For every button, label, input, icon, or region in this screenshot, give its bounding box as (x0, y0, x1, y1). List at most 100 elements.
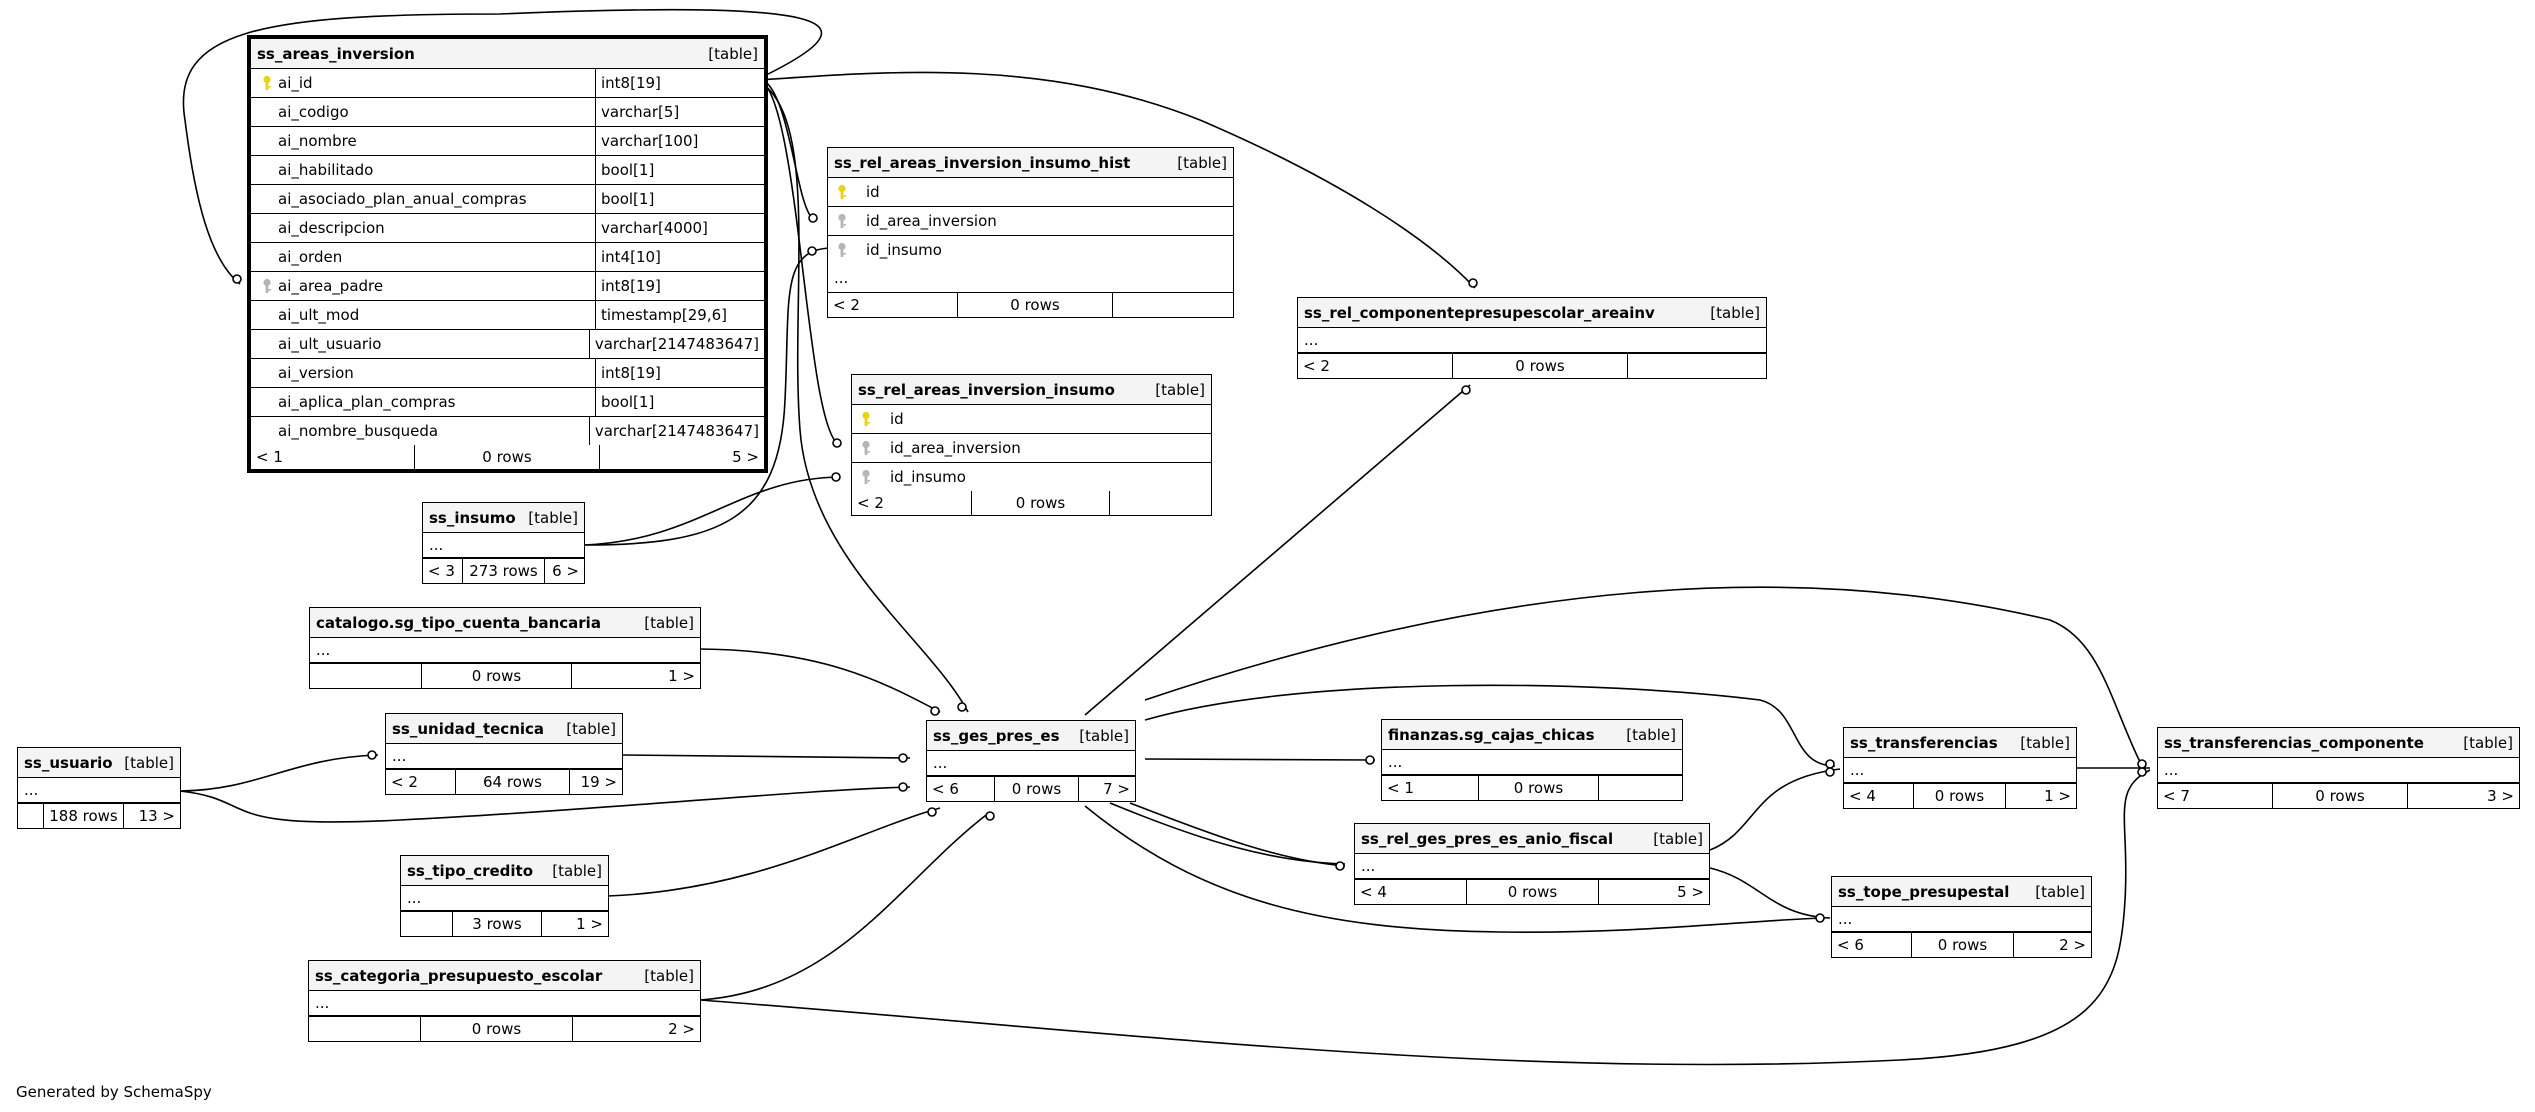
column-type: int8[19] (601, 364, 661, 382)
footer-children: 1 > (576, 915, 603, 933)
footer-children: 1 > (2044, 787, 2071, 805)
table-header: ss_areas_inversion [table] (251, 39, 764, 69)
table-name: ss_rel_componentepresupescolar_areainv (1304, 303, 1655, 322)
footer-parents: < 4 (1355, 880, 1467, 904)
table-ss-transferencias-componente[interactable]: ss_transferencias_componente[table]...< … (2157, 727, 2520, 809)
table-header: ss_transferencias_componente[table] (2158, 728, 2519, 758)
table-name: ss_insumo (429, 508, 516, 527)
column-name: ai_codigo (278, 103, 349, 121)
footer-children: 5 > (1677, 883, 1704, 901)
table-kind: [table] (124, 753, 174, 772)
table-kind: [table] (2463, 733, 2513, 752)
table-kind: [table] (1653, 829, 1703, 848)
rel-gespres-cajas (1144, 758, 1376, 761)
footer-parents: < 1 (1382, 776, 1479, 800)
column-type: int8[19] (601, 74, 661, 92)
table-ss-rel-componentepresupescolar-areainv[interactable]: ss_rel_componentepresupescolar_areainv [t… (1297, 297, 1767, 379)
table-ss-rel-areas-inversion-insumo[interactable]: ss_rel_areas_inversion_insumo [table] id… (851, 374, 1212, 516)
column-name: ai_asociado_plan_anual_compras (278, 190, 527, 208)
column-type: varchar[5] (601, 103, 680, 121)
rel-aniofiscal-tope (1709, 867, 1831, 919)
table-ss-categoria-presupuesto-escolar[interactable]: ss_categoria_presupuesto_escolar [table].… (308, 960, 701, 1042)
footer-children: 2 > (668, 1020, 695, 1038)
table-kind: [table] (1710, 303, 1760, 322)
column-name: ai_descripcion (278, 219, 385, 237)
table-kind: [table] (1626, 725, 1676, 744)
column-name-cell: ai_asociado_plan_anual_compras (251, 185, 596, 213)
footer-children: 2 > (2059, 936, 2086, 954)
foreign-key-icon (838, 213, 846, 228)
table-ellipsis: ... (1832, 907, 2091, 932)
footer-parents: < 6 (927, 777, 995, 801)
footer-children (1110, 491, 1211, 515)
table-header: ss_ges_pres_es[table] (927, 721, 1135, 751)
column-name: id_insumo (890, 468, 966, 486)
footer-parents: < 7 (2158, 784, 2273, 808)
column-row: id_insumo (852, 463, 1211, 491)
table-footer: 3 rows 1 > (401, 911, 608, 936)
table-ellipsis: ... (386, 744, 622, 769)
table-header: finanzas.sg_cajas_chicas [table] (1382, 720, 1682, 750)
column-name: ai_orden (278, 248, 343, 266)
rel-tipocredito-gespres (607, 807, 941, 897)
footer-parents: < 2 (1298, 354, 1453, 378)
column-key-icon-slot (828, 184, 856, 200)
column-name: ai_aplica_plan_compras (278, 393, 456, 411)
rel-catalogo-gespres (699, 648, 941, 713)
column-name-cell: ai_version (251, 359, 596, 387)
column-name-cell: ai_aplica_plan_compras (251, 388, 596, 416)
table-name: ss_categoria_presupuesto_escolar (315, 966, 603, 985)
footer-rows: 0 rows (2273, 784, 2408, 808)
rel-insumo-relinsumo (584, 476, 841, 546)
footer-children: 1 > (668, 667, 695, 685)
table-kind: [table] (1079, 726, 1129, 745)
table-name: ss_areas_inversion (257, 44, 415, 63)
table-ss-rel-areas-inversion-insumo-hist[interactable]: ss_rel_areas_inversion_insumo_hist [tabl… (827, 147, 1234, 318)
footer-rows: 0 rows (422, 664, 572, 688)
footer-children (1628, 354, 1766, 378)
footer-rows: 0 rows (1453, 354, 1628, 378)
table-kind: [table] (708, 44, 758, 63)
rel-usuario-unidad (179, 754, 379, 792)
table-header: ss_insumo[table] (423, 503, 584, 533)
table-header: ss_tipo_credito[table] (401, 856, 608, 886)
column-key-icon-slot (828, 213, 856, 229)
table-catalogo-sg-tipo-cuenta-bancaria[interactable]: catalogo.sg_tipo_cuenta_bancaria[table].… (309, 607, 701, 689)
foreign-key-icon (862, 469, 870, 484)
column-type: varchar[2147483647] (594, 422, 759, 440)
table-name: ss_transferencias (1850, 733, 1998, 752)
footer-parents (309, 1017, 421, 1041)
rel-gespres-aniofiscal-a (1109, 802, 1346, 865)
table-ss-rel-ges-pres-es-anio-fiscal[interactable]: ss_rel_ges_pres_es_anio_fiscal[table]...… (1354, 823, 1710, 905)
table-ellipsis: ... (309, 991, 700, 1016)
primary-key-icon (862, 411, 870, 426)
column-name-cell: ai_codigo (251, 98, 596, 126)
table-kind: [table] (644, 966, 694, 985)
column-type: int8[19] (601, 277, 661, 295)
footer-rows: 273 rows (463, 559, 545, 583)
table-kind: [table] (552, 861, 602, 880)
column-name-cell: ai_orden (251, 243, 596, 271)
footer-rows: 3 rows (453, 912, 542, 936)
rel-categoria-gespres (699, 811, 991, 1001)
footer-children: 13 > (138, 807, 175, 825)
footer-parents (310, 664, 422, 688)
table-name: finanzas.sg_cajas_chicas (1388, 725, 1595, 744)
table-kind: [table] (1155, 380, 1205, 399)
column-type: bool[1] (601, 161, 655, 179)
